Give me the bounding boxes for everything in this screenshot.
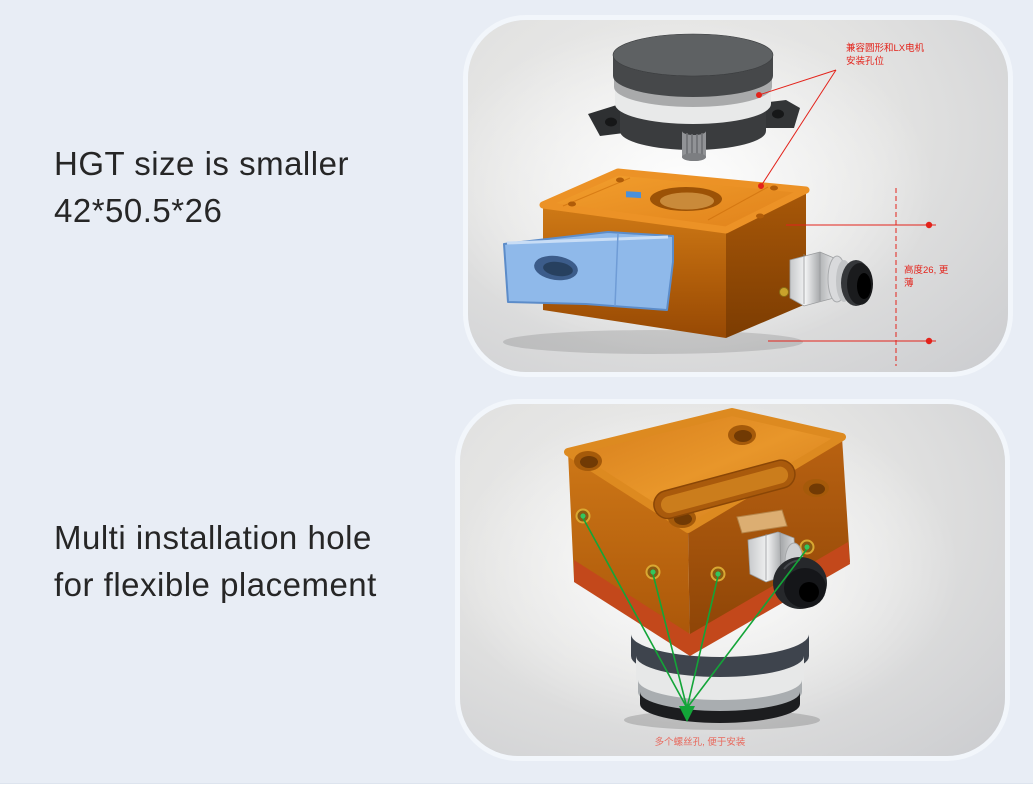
height-note-line2: 薄 <box>904 277 914 289</box>
top-screw-hole <box>770 185 778 191</box>
pneumatic-fitting-illustration <box>789 251 873 307</box>
motor-cap-top <box>612 33 774 77</box>
hole-leader-lines <box>582 517 808 709</box>
blue-insert-detail <box>626 191 641 199</box>
shaft-splines <box>686 133 703 160</box>
motor-shaft <box>682 131 706 161</box>
motor-base-illustration <box>624 634 820 730</box>
motor-black-base <box>640 692 800 723</box>
motor-note-line2: 安装孔位 <box>846 55 885 67</box>
mounting-view-illustration: 多个螺丝孔, 便于安装 <box>460 404 960 748</box>
caption-size-line2: 42*50.5*26 <box>54 192 223 229</box>
top-face-seams <box>562 177 769 221</box>
gearbox-shadow <box>503 330 803 354</box>
hole-dot <box>650 569 656 575</box>
bracket-body <box>503 231 674 311</box>
caption-size: HGT size is smaller 42*50.5*26 <box>54 140 349 234</box>
front-gold-screw <box>779 287 789 297</box>
tan-tab <box>736 509 788 534</box>
motor-ear-hole-left <box>605 117 617 127</box>
leader-lines <box>758 69 837 187</box>
motor-body <box>620 104 766 150</box>
motor-slate-band <box>631 634 809 679</box>
bracket-highlight <box>506 235 669 245</box>
leader-dot-motor <box>756 92 762 98</box>
dimension-bottom-dot <box>925 337 933 345</box>
bracket-slot <box>543 261 573 277</box>
gear-opening-inner <box>660 192 714 210</box>
motor-gray-ring <box>614 76 772 107</box>
panel-mounting-view: 多个螺丝孔, 便于安装 <box>460 404 1005 756</box>
stepper-motor-illustration <box>588 33 800 161</box>
gearbox-right-face <box>726 190 806 338</box>
motor-white-band <box>636 656 804 701</box>
top-screw-hole <box>616 177 624 183</box>
motor-gray-band <box>638 680 802 712</box>
blue-bracket-illustration <box>503 231 674 311</box>
shaft-bottom <box>682 153 706 161</box>
motor-white-ring <box>615 87 771 124</box>
lens-pupil <box>799 582 819 602</box>
caption-install: Multi installation hole for flexible pla… <box>54 514 377 608</box>
footer-strip <box>0 783 1033 801</box>
fitting-hex-body <box>789 251 835 307</box>
leader-dot-gearbox <box>758 183 764 189</box>
top-screw-hole <box>756 213 764 219</box>
caption-install-line1: Multi installation hole <box>54 519 372 556</box>
panel-exploded-view: 兼容圆形和LX电机 安装孔位 高度26, 更 薄 <box>468 20 1008 372</box>
red-annotations: 兼容圆形和LX电机 安装孔位 高度26, 更 薄 <box>756 42 949 366</box>
gearbox-top-face <box>564 408 846 533</box>
fitting-facets <box>803 252 821 304</box>
caption-install-line2: for flexible placement <box>54 566 377 603</box>
hole-dot <box>580 513 586 519</box>
top-slot <box>653 459 796 520</box>
green-annotations <box>580 513 810 722</box>
hole-dot <box>715 571 721 577</box>
bracket-fold-line <box>614 232 619 307</box>
top-screw-hole <box>568 201 576 207</box>
fitting-cap-center <box>857 273 871 299</box>
arrowhead-down <box>679 706 695 722</box>
motor-ear-hole-right <box>772 109 784 119</box>
holes-note: 多个螺丝孔, 便于安装 <box>655 736 746 748</box>
hole-dot <box>804 544 810 550</box>
dimension-top-dot <box>925 221 933 229</box>
height-note-line1: 高度26, 更 <box>904 264 949 276</box>
caption-size-line1: HGT size is smaller <box>54 145 349 182</box>
motor-note-line1: 兼容圆形和LX电机 <box>846 42 925 54</box>
gearbox-left-face <box>568 452 690 654</box>
exploded-view-illustration: 兼容圆形和LX电机 安装孔位 高度26, 更 薄 <box>468 20 949 366</box>
